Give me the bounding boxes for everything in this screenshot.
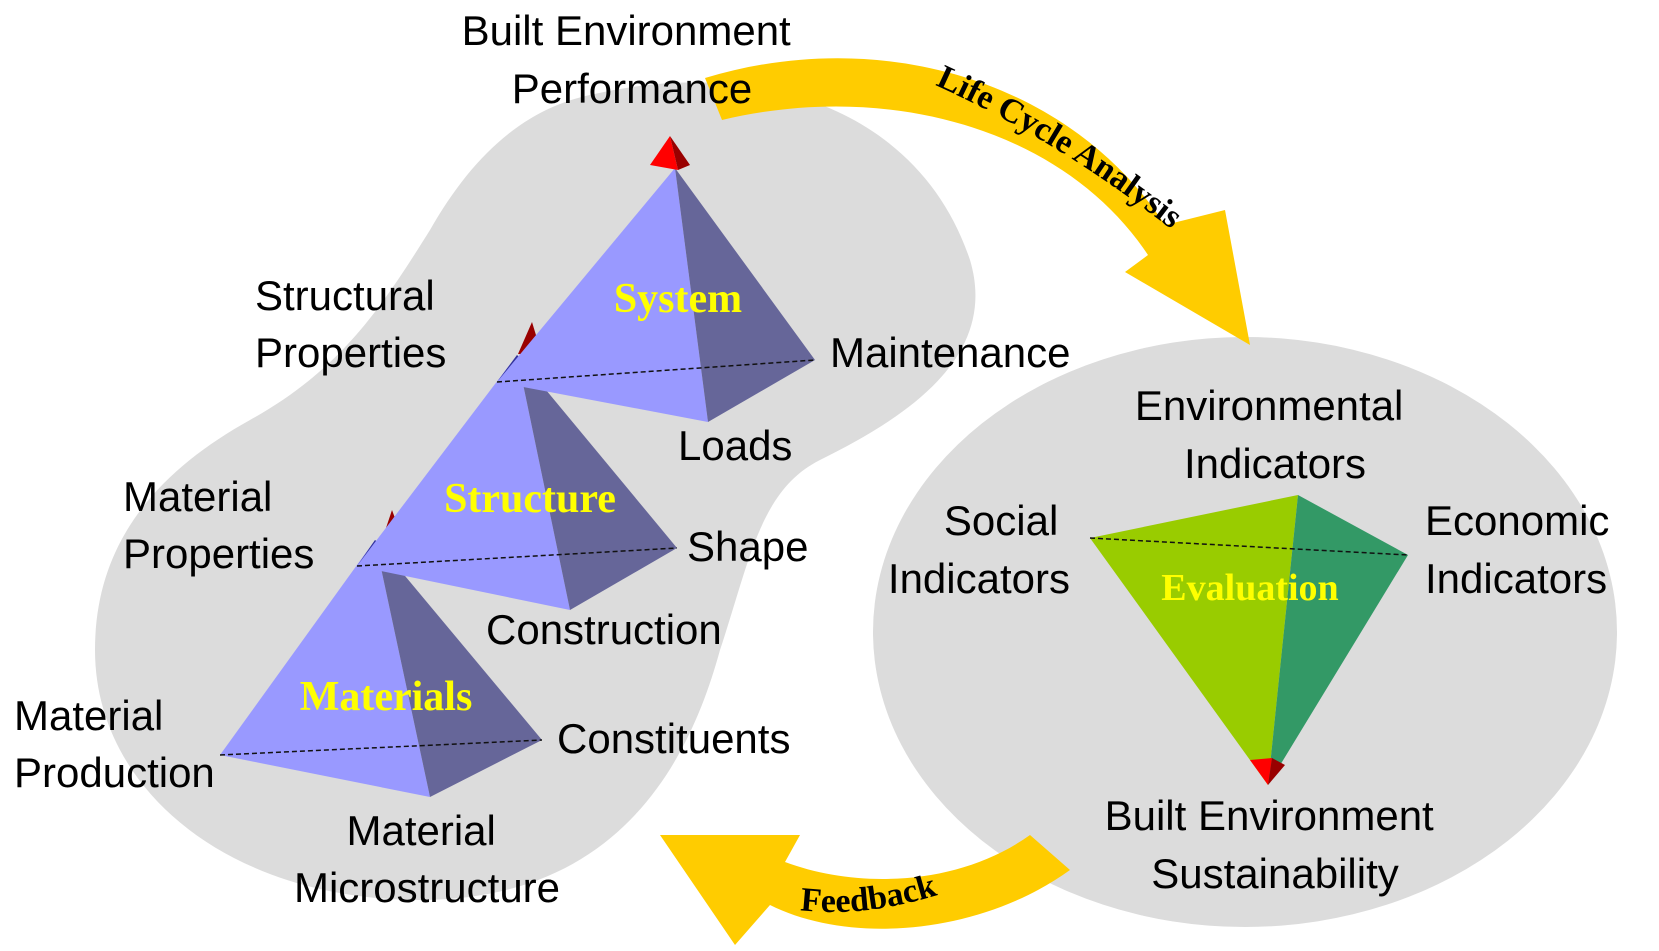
materials-right-label: Constituents — [557, 715, 790, 762]
system-pyramid — [496, 136, 816, 422]
evaluation-apex-red — [1250, 758, 1272, 785]
system-left-label: Structural Properties — [255, 272, 446, 376]
structure-left-label: Material Properties — [123, 473, 314, 577]
structure-title: Structure — [444, 476, 616, 522]
evaluation-apex-dark — [1268, 758, 1285, 785]
system-apex-red — [650, 136, 678, 170]
materials-left-face — [220, 540, 430, 797]
structure-pyramid — [356, 322, 678, 610]
feedback-arrow — [660, 835, 1070, 945]
system-right-label: Maintenance — [830, 329, 1071, 376]
life-cycle-analysis-label: Life Cycle Analysis — [932, 59, 1190, 236]
structure-bottom-label: Construction — [486, 606, 722, 653]
evaluation-title: Evaluation — [1161, 567, 1338, 609]
system-bottom-label: Loads — [678, 422, 792, 469]
structure-right-face — [517, 355, 677, 610]
materials-title: Materials — [300, 674, 473, 720]
evaluation-left-face — [1090, 495, 1298, 785]
materials-left-label: Material Production — [14, 692, 215, 796]
evaluation-top-label: Environmental Indicators — [1135, 382, 1415, 487]
evaluation-right-label: Economic Indicators — [1425, 497, 1621, 602]
evaluation-left-label: Social Indicators — [888, 497, 1070, 602]
system-right-face — [675, 168, 815, 422]
system-apex-dark — [670, 136, 690, 170]
evaluation-pyramid — [1089, 495, 1409, 785]
system-top-label: Built Environment Performance — [462, 7, 803, 112]
evaluation-bottom-label: Built Environment Sustainability — [1105, 792, 1446, 897]
structure-right-label: Shape — [687, 523, 808, 570]
system-left-face — [497, 168, 708, 422]
life-cycle-analysis-arrow — [705, 58, 1250, 346]
materials-right-face — [375, 540, 542, 797]
system-title: System — [614, 276, 742, 322]
materials-bottom-label: Material Microstructure — [294, 807, 560, 911]
evaluation-right-face — [1268, 495, 1408, 785]
structure-left-face — [357, 355, 570, 610]
